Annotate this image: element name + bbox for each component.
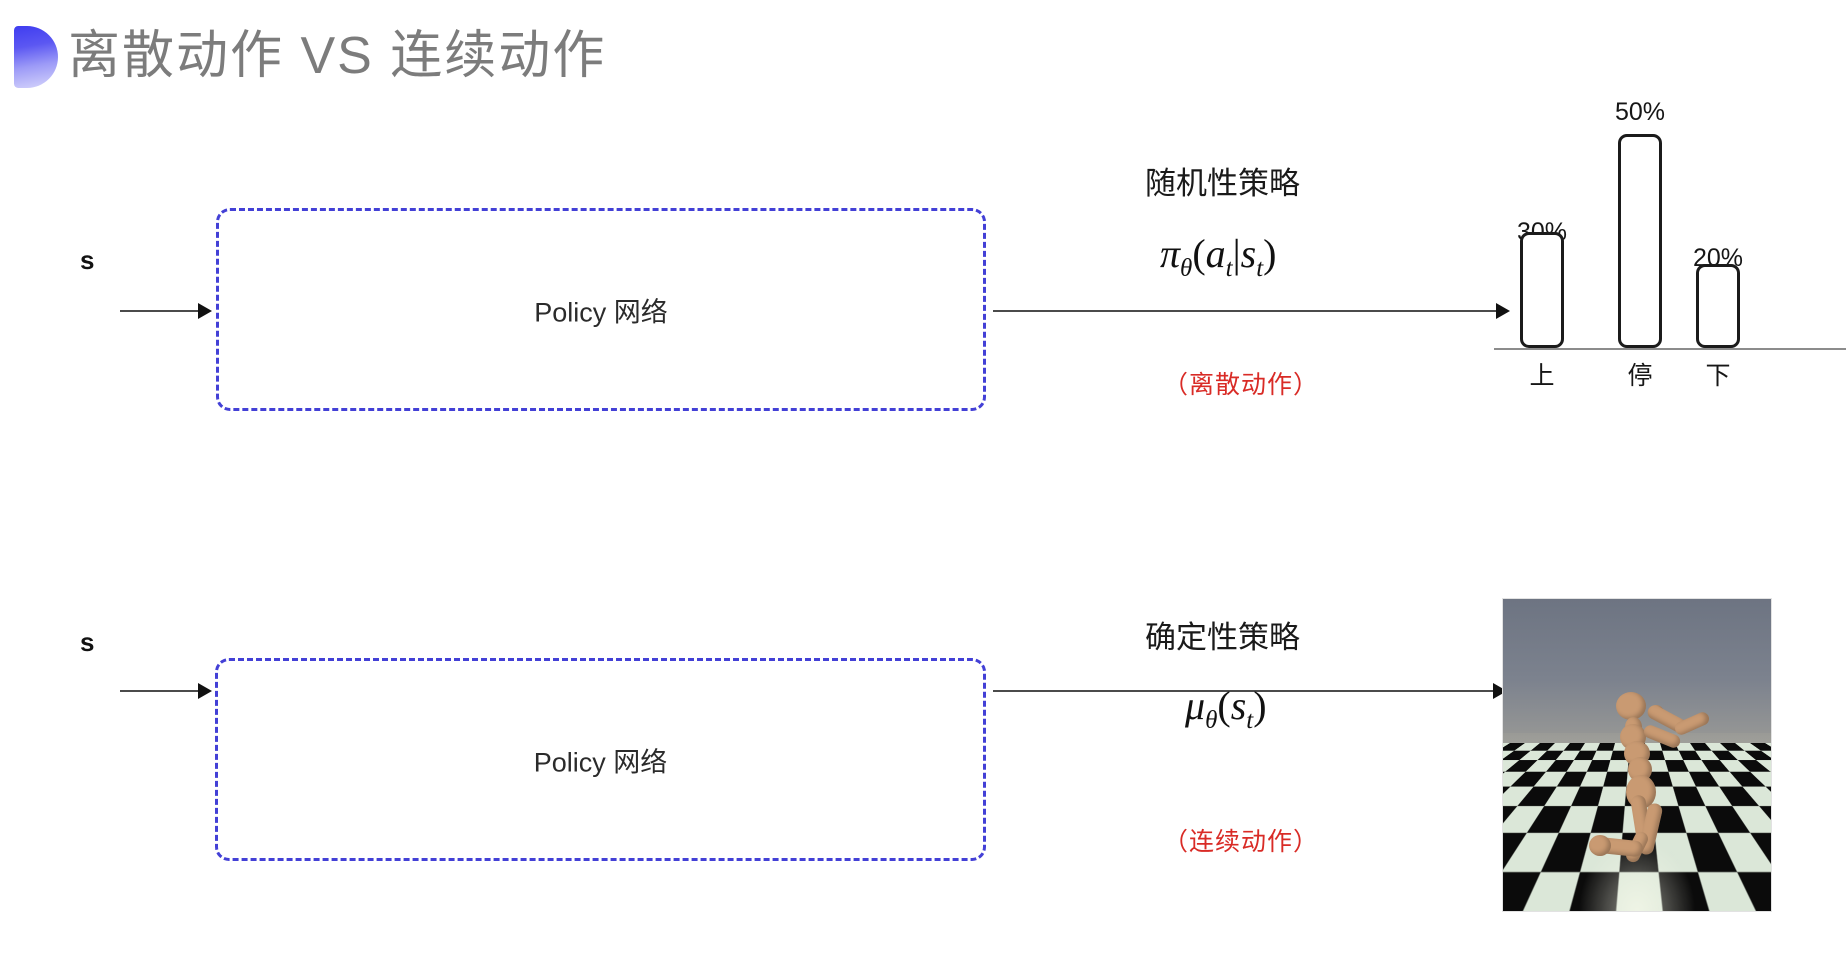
humanoid-simulation-image: [1502, 598, 1772, 912]
bar-category-0: 上: [1529, 362, 1555, 390]
input-state-label-discrete: s: [80, 245, 95, 275]
humanoid-knee-ball: [1589, 835, 1611, 856]
formula-paren-open: (: [1192, 231, 1206, 276]
title-decoration-shape: [14, 26, 58, 88]
formula-state: s: [1240, 231, 1257, 276]
policy-type-label-discrete: 随机性策略: [1145, 166, 1300, 201]
policy-network-label-discrete: Policy 网络: [534, 297, 668, 327]
formula-pi: π: [1160, 231, 1181, 276]
formula-paren-close: ): [1263, 231, 1277, 276]
bar-2: [1696, 264, 1740, 348]
formula-action-sub: t: [1225, 255, 1233, 282]
formula-state-2: s: [1230, 683, 1247, 728]
bar-value-1: 50%: [1614, 98, 1666, 126]
formula-stochastic-policy: πθ(at|st): [1160, 230, 1276, 283]
formula-paren-close-2: ): [1253, 683, 1267, 728]
policy-network-label-continuous: Policy 网络: [533, 747, 668, 777]
formula-state-sub-2: t: [1246, 707, 1254, 734]
formula-mu: μ: [1185, 683, 1206, 728]
humanoid-head: [1616, 692, 1646, 720]
formula-action: a: [1205, 231, 1226, 276]
formula-conditional-bar: |: [1232, 231, 1241, 276]
arrow-policy-to-output-continuous: [993, 690, 1505, 692]
page-title: 离散动作 VS 连续动作: [68, 27, 607, 85]
policy-network-box-discrete[interactable]: Policy 网络: [216, 208, 986, 411]
input-state-label-continuous: s: [80, 627, 95, 657]
discrete-action-bar-chart: 30% 上 50% 停 20% 下: [1480, 92, 1846, 402]
note-discrete-action: （离散动作）: [1163, 371, 1320, 399]
formula-state-sub: t: [1256, 255, 1264, 282]
arrow-state-to-policy-continuous: [120, 690, 210, 692]
policy-network-box-continuous[interactable]: Policy 网络: [215, 658, 986, 861]
note-continuous-action: （连续动作）: [1163, 828, 1320, 856]
bar-0: [1520, 232, 1564, 348]
chart-baseline-axis: [1494, 348, 1846, 350]
bar-category-1: 停: [1627, 362, 1653, 390]
formula-theta: θ: [1180, 255, 1193, 282]
bar-1: [1618, 134, 1662, 348]
arrow-policy-to-output-discrete: [993, 310, 1508, 312]
formula-paren-open-2: (: [1217, 683, 1231, 728]
bar-category-2: 下: [1705, 362, 1731, 390]
formula-theta-2: θ: [1205, 707, 1218, 734]
arrow-state-to-policy-discrete: [120, 310, 210, 312]
formula-deterministic-policy: μθ(st): [1185, 682, 1267, 735]
policy-type-label-continuous: 确定性策略: [1145, 620, 1300, 655]
